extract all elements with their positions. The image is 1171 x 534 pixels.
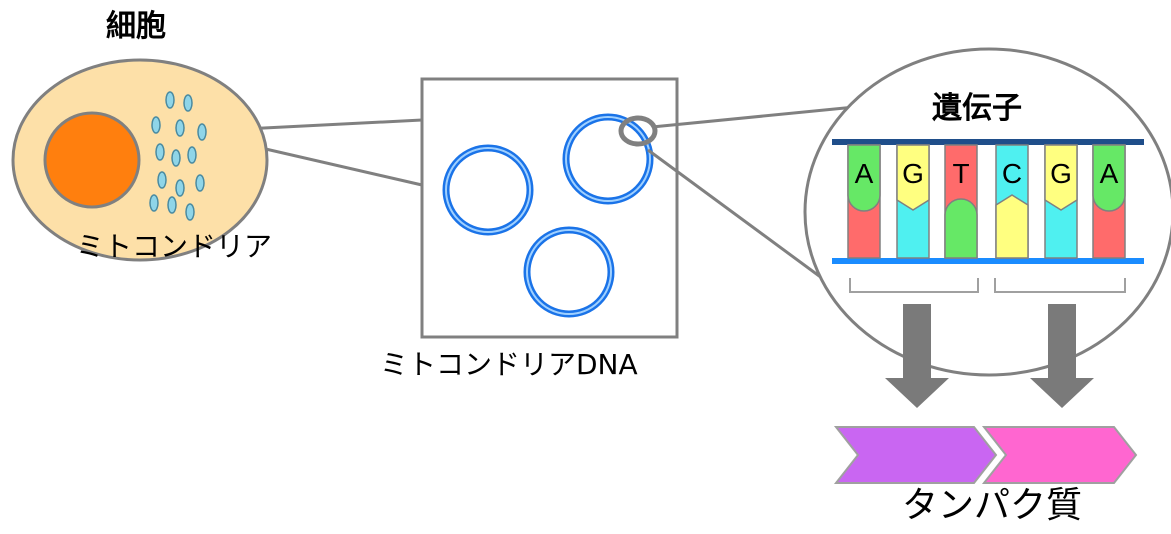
cell-label: 細胞 — [106, 9, 166, 44]
mitochondrion — [171, 149, 181, 167]
base-letter: C — [1002, 158, 1022, 189]
dna-backbone-bottom — [832, 258, 1144, 264]
gene-label: 遺伝子 — [932, 91, 1022, 126]
gene-circle — [803, 47, 1171, 377]
base-letter: A — [1100, 158, 1119, 189]
mitochondrion — [185, 203, 195, 221]
base-letter: G — [902, 158, 924, 189]
gene-zoom-line-top — [651, 105, 856, 129]
protein-label: タンパク質 — [902, 485, 1083, 526]
base-letter: G — [1050, 158, 1072, 189]
mtdna-rings — [442, 113, 654, 318]
base-pair — [847, 144, 881, 259]
mitochondrion — [197, 123, 207, 141]
mitochondria-label: ミトコンドリア — [76, 230, 273, 263]
base-pair — [1092, 144, 1126, 259]
base-pair — [1044, 144, 1078, 259]
mtdna-label: ミトコンドリアDNA — [380, 348, 638, 381]
gene-zoom-line-bottom — [647, 148, 846, 297]
mtdna-ring — [442, 144, 534, 236]
mtdna-ring — [562, 113, 654, 205]
mitochondrion — [187, 146, 197, 164]
mitochondrion — [165, 91, 175, 109]
base-pair — [944, 144, 978, 259]
base-pair — [896, 144, 930, 259]
mitochondrion — [183, 94, 193, 112]
mitochondrion — [195, 174, 205, 192]
mtdna-box — [420, 77, 679, 339]
mitochondrion — [155, 143, 165, 161]
gene-highlight-ring — [618, 115, 658, 147]
dna-backbone-top — [832, 139, 1144, 145]
mitochondrion — [175, 119, 185, 137]
nucleus — [43, 111, 141, 209]
mitochondrion — [167, 196, 177, 214]
mtdna-ring — [523, 226, 615, 318]
codon-bracket — [849, 278, 979, 293]
mitochondrion — [149, 194, 159, 212]
base-letter: A — [855, 158, 874, 189]
mitochondria-group — [149, 91, 207, 221]
protein-segment — [833, 426, 998, 484]
protein-segment — [981, 426, 1138, 484]
protein-chain — [833, 426, 1138, 484]
base-letter: T — [952, 158, 969, 189]
mitochondrion — [151, 116, 161, 134]
base-pairs — [847, 144, 1126, 259]
codon-bracket — [994, 278, 1126, 293]
mitochondrion — [175, 179, 185, 197]
base-pair — [995, 144, 1029, 259]
mitochondrion — [157, 171, 167, 189]
down-arrow — [885, 304, 949, 408]
cell — [11, 58, 269, 262]
translation-arrows — [885, 304, 1094, 408]
down-arrow — [1030, 304, 1094, 408]
